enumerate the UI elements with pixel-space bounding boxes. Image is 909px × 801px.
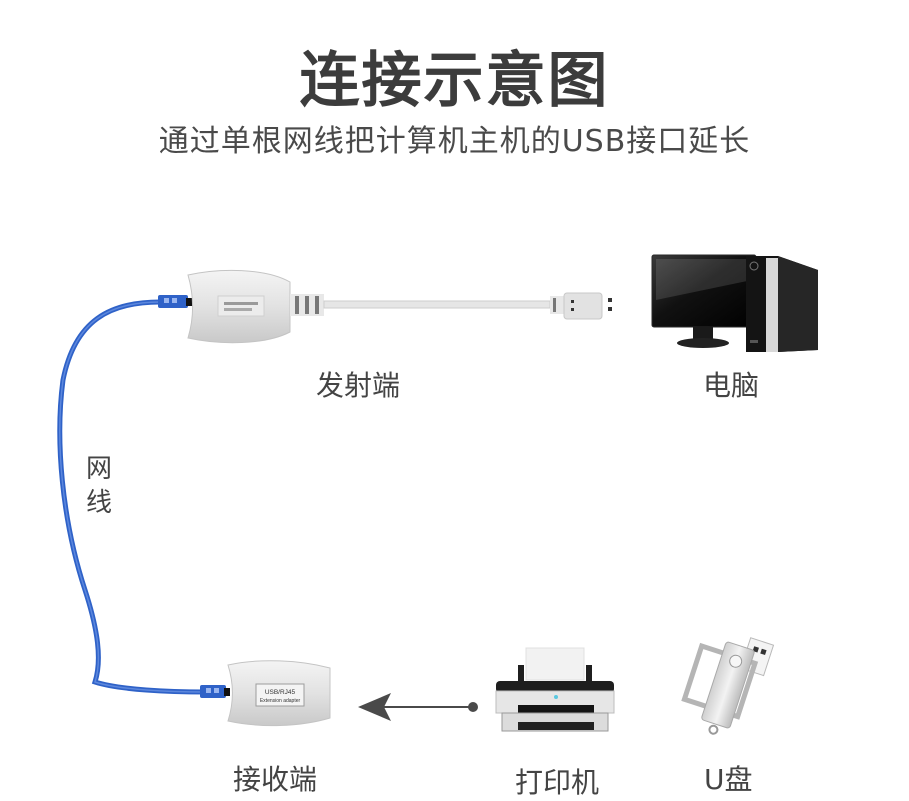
diagram-subtitle: 通过单根网线把计算机主机的USB接口延长 <box>158 124 751 159</box>
network-cable-icon <box>57 295 230 698</box>
printer-icon <box>495 647 615 732</box>
usb-extender-transmitter-icon <box>187 269 612 344</box>
usb-flash-drive-icon <box>681 637 775 735</box>
usb-extender-receiver-icon: USB/RJ45 Extension adapter <box>227 660 331 727</box>
printer-label: 打印机 <box>515 766 600 799</box>
computer-label: 电脑 <box>703 369 760 402</box>
receiver-device-text-line2: Extension adapter <box>260 698 301 704</box>
cable-label-line2: 线 <box>85 488 112 518</box>
cable-label-line1: 网 <box>85 454 112 484</box>
data-flow-arrow <box>358 693 478 721</box>
transmitter-label: 发射端 <box>316 369 401 402</box>
cable-label: 网 线 <box>84 452 114 520</box>
desktop-computer-icon <box>651 254 818 352</box>
diagram-title: 连接示意图 <box>299 46 610 116</box>
receiver-label: 接收端 <box>233 763 318 796</box>
usb-drive-label: U盘 <box>704 763 753 796</box>
receiver-device-text-line1: USB/RJ45 <box>265 689 296 696</box>
